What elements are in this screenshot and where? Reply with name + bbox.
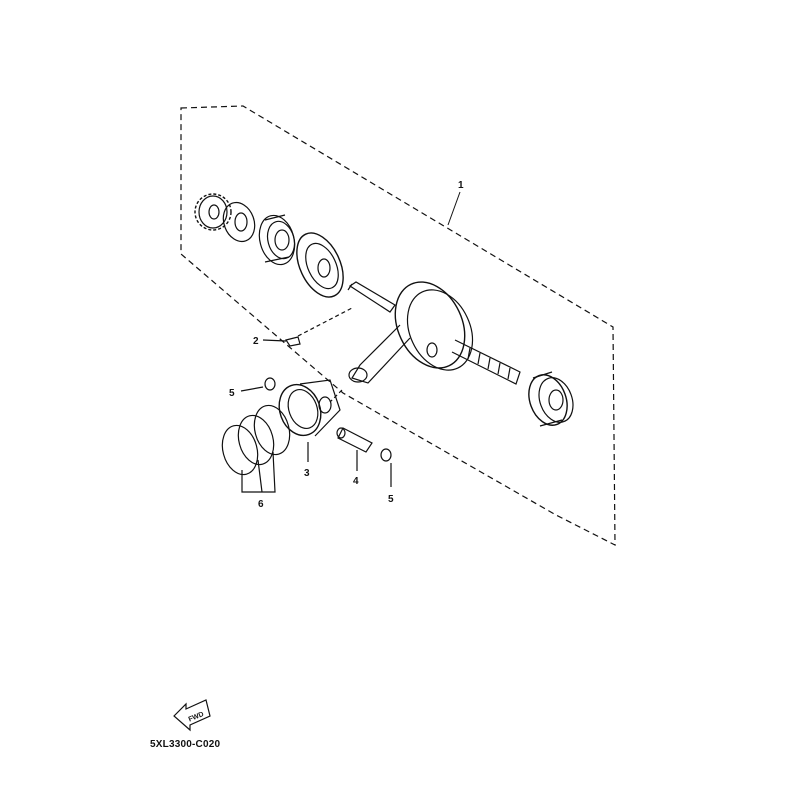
- drive-gear: [194, 193, 232, 231]
- circlip-left: [240, 377, 276, 392]
- callout-5b: 5: [388, 494, 394, 505]
- oil-seal: [296, 232, 344, 298]
- callout-3: 3: [304, 468, 310, 479]
- callout-6: 6: [258, 499, 264, 510]
- crankshaft: [347, 281, 521, 385]
- piston-pin: [336, 427, 373, 471]
- thrust-washer: [222, 201, 256, 243]
- circlip-right: [380, 448, 392, 487]
- assembly-boundary: [180, 105, 616, 546]
- left-bearing: [258, 214, 296, 266]
- drawing-code: 5XL3300-C020: [150, 739, 221, 750]
- woodruff-key: [262, 307, 353, 347]
- right-bearing: [528, 371, 574, 427]
- callout-1: 1: [458, 180, 464, 191]
- callout-4: 4: [353, 476, 359, 487]
- piston-rings: [221, 404, 291, 493]
- piston: [278, 379, 341, 462]
- fwd-arrow-icon: FWD: [173, 699, 211, 732]
- callout-2: 2: [253, 336, 259, 347]
- callout-5a: 5: [229, 388, 235, 399]
